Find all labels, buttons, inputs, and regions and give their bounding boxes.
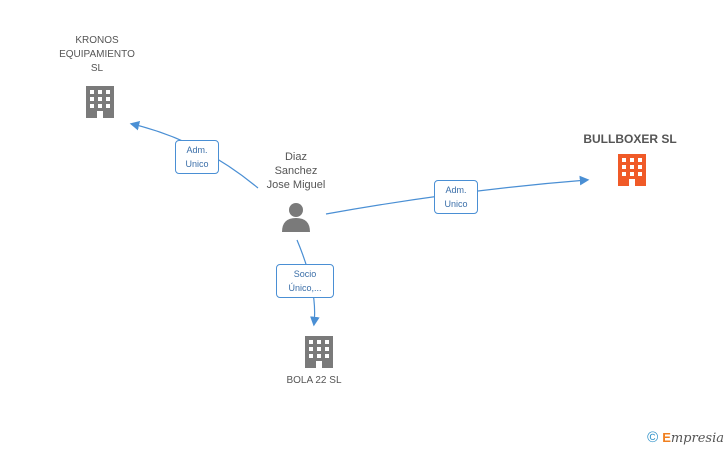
building-icon[interactable]: [86, 86, 114, 118]
node-label-line: BOLA 22 SL: [286, 375, 342, 386]
node-label-line: Diaz: [284, 151, 307, 163]
building-icon[interactable]: [305, 336, 333, 368]
node-label-line: Sanchez: [274, 165, 318, 177]
node-label-bullboxer[interactable]: BULLBOXER SL: [570, 132, 690, 146]
node-label-line: KRONOS: [75, 35, 119, 46]
person-icon[interactable]: [282, 203, 310, 232]
building-icon-highlight[interactable]: [618, 154, 646, 186]
node-label-kronos[interactable]: KRONOS EQUIPAMIENTO SL: [42, 34, 152, 76]
edge-label-bullboxer[interactable]: Adm. Unico: [434, 180, 478, 214]
node-label-bola[interactable]: BOLA 22 SL: [264, 374, 364, 388]
node-label-line: BULLBOXER SL: [583, 132, 677, 146]
node-label-line: SL: [90, 63, 104, 74]
node-label-line: EQUIPAMIENTO: [59, 49, 135, 60]
edge-label-line: Socio: [293, 269, 317, 279]
edge-label-line: Unico: [185, 159, 209, 169]
edge-label-line: Adm.: [186, 145, 208, 155]
footer-brand: ©Empresia: [647, 429, 724, 446]
edge-label-line: Unico: [444, 199, 468, 209]
node-label-center[interactable]: Diaz Sanchez Jose Miguel: [246, 150, 346, 192]
edge-label-bola[interactable]: Socio Único,...: [276, 264, 334, 298]
brand-logo-text: mpresia: [670, 431, 724, 446]
brand-logo-e: E: [662, 430, 671, 445]
edge-label-line: Adm.: [445, 185, 467, 195]
edge-label-line: Único,...: [288, 283, 322, 293]
edge-label-kronos[interactable]: Adm. Unico: [175, 140, 219, 174]
copyright-icon: ©: [647, 429, 659, 446]
node-label-line: Jose Miguel: [266, 179, 326, 191]
